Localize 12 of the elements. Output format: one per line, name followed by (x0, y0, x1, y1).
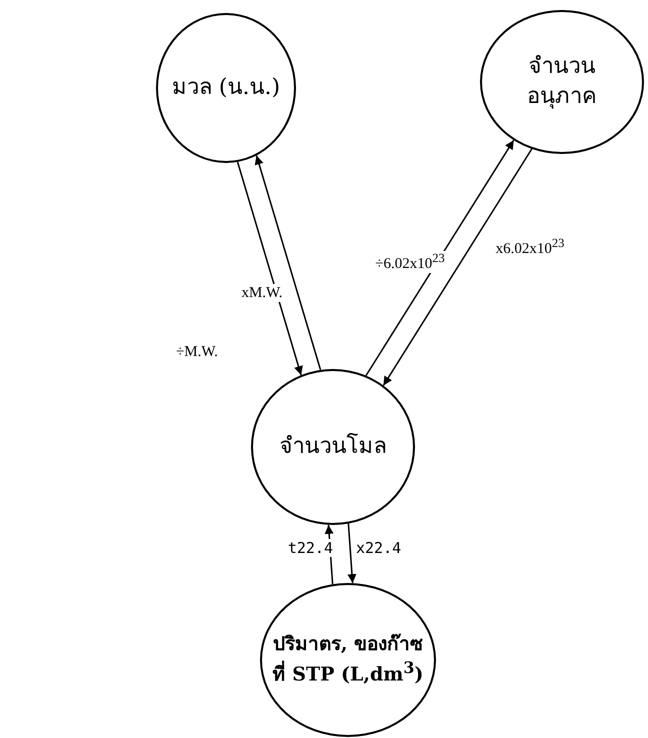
edge-label: t22.4 (286, 539, 334, 557)
arrow (382, 148, 532, 386)
arrow (236, 162, 303, 376)
node-label: ปริมาตร, ของก๊าซที่ STP (L,dm$^{3}$) (272, 632, 424, 688)
arrow (347, 524, 356, 584)
node-label: จำนวนโมล (280, 432, 386, 462)
arrow (365, 140, 514, 376)
edge-label: xM.W. (240, 284, 284, 302)
arrow (254, 155, 322, 370)
node-label: จำนวน อนุภาค (526, 53, 598, 111)
node-label: มวล (น.น.) (172, 74, 280, 102)
edge-label: ÷6.02x10$^{23}$ (374, 251, 446, 273)
